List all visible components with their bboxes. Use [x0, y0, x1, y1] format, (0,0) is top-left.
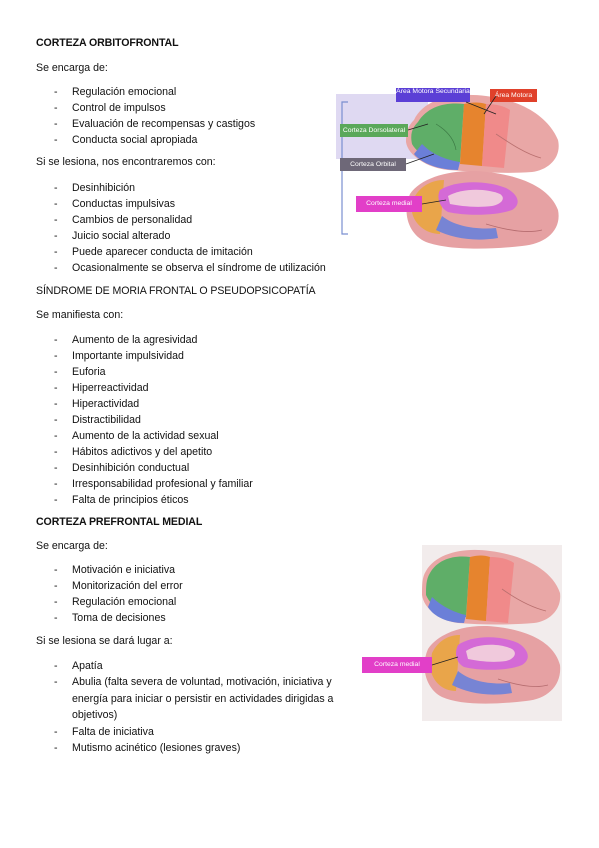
list-item: -Monitorización del error: [54, 580, 183, 592]
list-item: -Hiperactividad: [54, 398, 140, 410]
list-item: -Aumento de la actividad sexual: [54, 430, 219, 442]
section-intro: Se manifiesta con:: [36, 309, 124, 321]
list-item: -Regulación emocional: [54, 596, 177, 608]
brain-figure-orbitofrontal: Área Motora Secundaria Área Motora Corte…: [336, 84, 562, 260]
label-corteza-dorsolateral: Corteza Dorsolateral: [340, 124, 408, 137]
list-item: -Cambios de personalidad: [54, 214, 193, 226]
label-corteza-medial: Corteza medial: [356, 196, 422, 212]
label-area-motora-secundaria: Área Motora Secundaria: [396, 88, 470, 102]
list-item: -Distractibilidad: [54, 414, 141, 426]
brain-figure-prefrontal-medial: Corteza medial: [362, 545, 562, 721]
list-item: -Conducta social apropiada: [54, 134, 198, 146]
list-item: -Aumento de la agresividad: [54, 334, 198, 346]
list-item: -Hábitos adictivos y del apetito: [54, 446, 213, 458]
label-corteza-medial: Corteza medial: [362, 657, 432, 673]
label-corteza-orbital: Corteza Orbital: [340, 158, 406, 171]
list-item: -Puede aparecer conducta de imitación: [54, 246, 253, 258]
list-item: -Hiperreactividad: [54, 382, 149, 394]
label-arrows: [405, 95, 497, 205]
symptom-list: -Aumento de la agresividad -Importante i…: [36, 332, 253, 508]
list-item: -Regulación emocional: [54, 86, 177, 98]
list-item: -Importante impulsividad: [54, 350, 184, 362]
section-title-moria: SÍNDROME DE MORIA FRONTAL O PSEUDOPSICOP…: [36, 285, 316, 297]
list-item: -Toma de decisiones: [54, 612, 166, 624]
section-intro: Se encarga de:: [36, 540, 108, 552]
list-item: -Evaluación de recompensas y castigos: [54, 118, 256, 130]
lesion-list: -Desinhibición -Conductas impulsivas -Ca…: [36, 180, 326, 276]
list-item: -Ocasionalmente se observa el síndrome d…: [54, 262, 326, 274]
lesion-list: -Apatía -Abulia (falta severa de volunta…: [36, 658, 348, 756]
brain-illustration: [362, 545, 562, 721]
list-item: -Juicio social alterado: [54, 230, 171, 242]
list-item: -Control de impulsos: [54, 102, 166, 114]
list-item: -Motivación e iniciativa: [54, 564, 176, 576]
function-list: -Motivación e iniciativa -Monitorización…: [36, 562, 183, 626]
function-list: -Regulación emocional -Control de impuls…: [36, 84, 255, 148]
list-item: -Desinhibición conductual: [54, 462, 190, 474]
list-item: -Falta de principios éticos: [54, 494, 189, 506]
section-intro: Se encarga de:: [36, 62, 108, 74]
list-item: -Euforia: [54, 366, 106, 378]
section-title-prefrontal-medial: CORTEZA PREFRONTAL MEDIAL: [36, 516, 203, 528]
list-item: -Mutismo acinético (lesiones graves): [54, 741, 241, 754]
list-item: -Conductas impulsivas: [54, 198, 176, 210]
brain-illustration: [336, 84, 562, 260]
lesion-intro: Si se lesiona, nos encontraremos con:: [36, 156, 216, 168]
list-item: -Abulia (falta severa de voluntad, motiv…: [54, 676, 334, 721]
list-item: -Desinhibición: [54, 182, 136, 194]
list-item: -Irresponsabilidad profesional y familia…: [54, 478, 253, 490]
lesion-intro: Si se lesiona se dará lugar a:: [36, 635, 173, 647]
section-title-orbitofrontal: CORTEZA ORBITOFRONTAL: [36, 37, 179, 49]
list-item: -Apatía: [54, 660, 103, 672]
list-item: -Falta de iniciativa: [54, 725, 154, 738]
label-area-motora: Área Motora: [490, 89, 537, 102]
